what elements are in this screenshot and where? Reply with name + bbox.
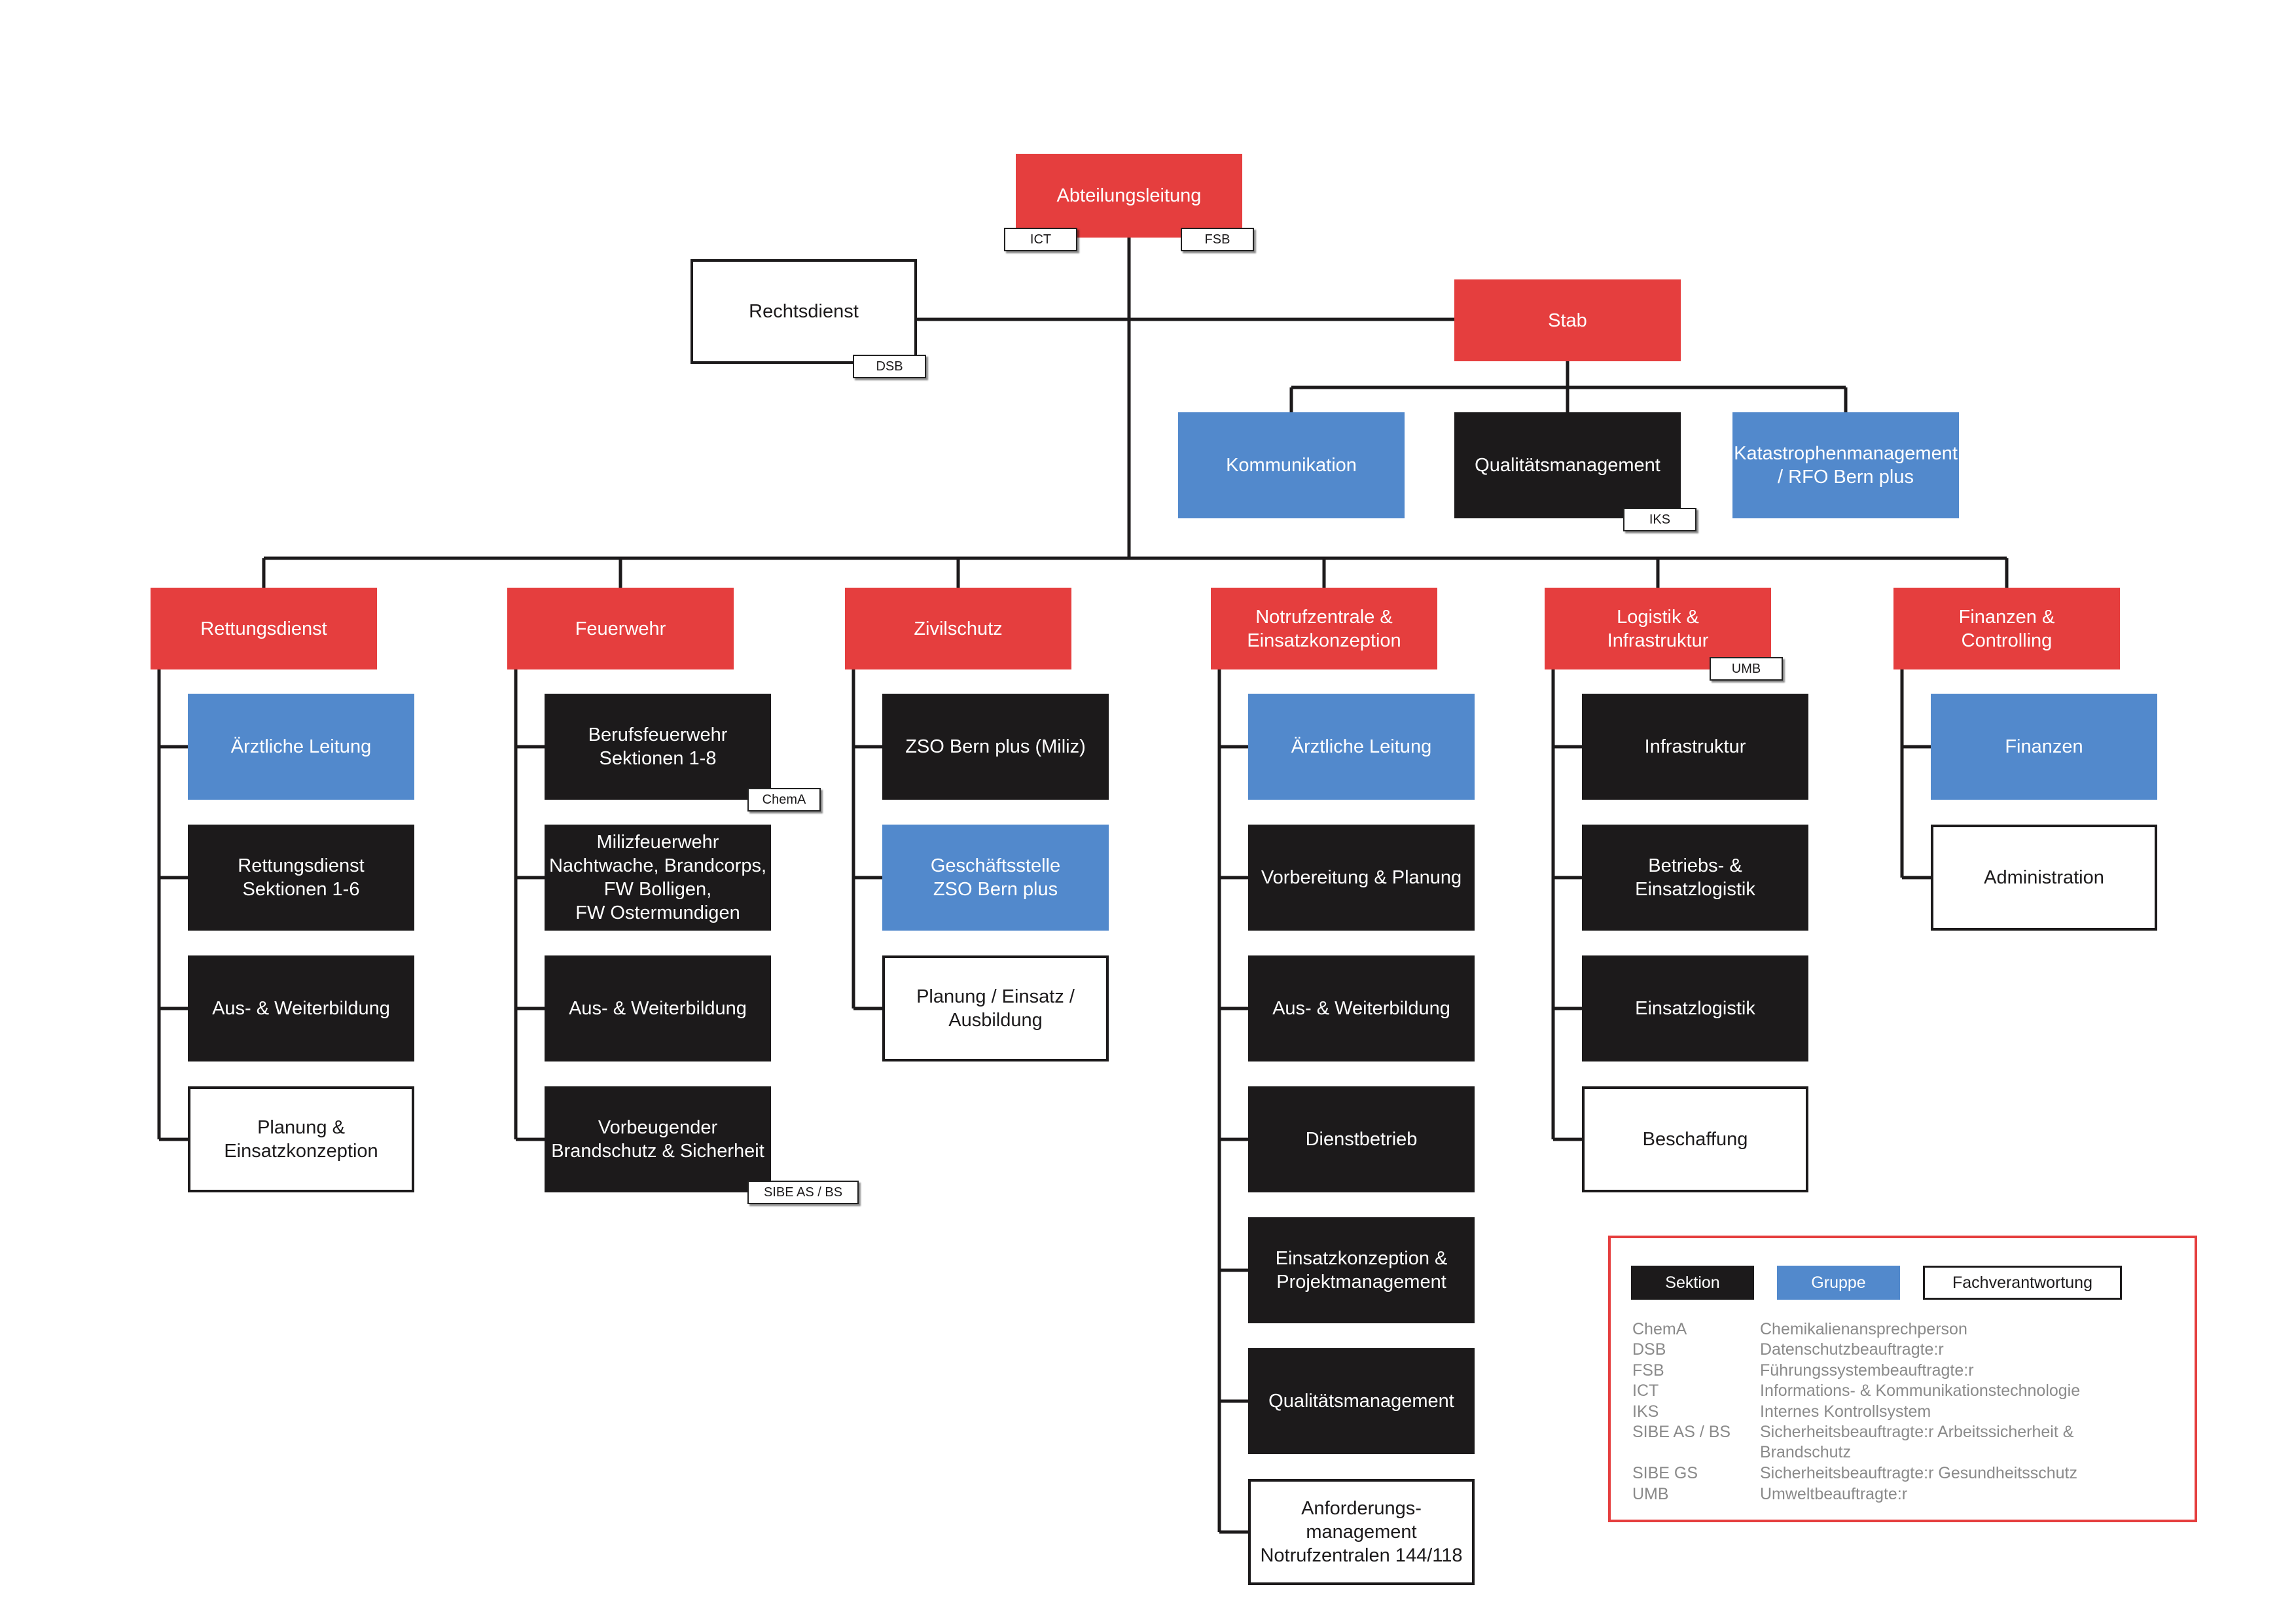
unit-einsatzlogistik: Einsatzlogistik (1582, 955, 1808, 1061)
legend: Sektion Gruppe Fachverantwortung ChemA C… (1608, 1236, 2197, 1522)
legend-expert-swatch: Fachverantwortung (1923, 1266, 2122, 1300)
unit-finanzen: Finanzen (1931, 694, 2157, 800)
legend-desc: Sicherheitsbeauftragte:r Arbeitssicherhe… (1760, 1423, 2074, 1461)
unit-infrastruktur: Infrastruktur (1582, 694, 1808, 800)
legend-group-swatch: Gruppe (1777, 1266, 1900, 1300)
legend-desc: Internes Kontrollsystem (1760, 1402, 1931, 1421)
legend-abbr: IKS (1632, 1402, 1659, 1421)
legend-desc: Führungssystembeauftragte:r (1760, 1361, 1974, 1380)
rechtsdienst-box: Rechtsdienst (691, 259, 917, 364)
unit-vorbeugender: Vorbeugender Brandschutz & Sicherheit (545, 1086, 771, 1192)
stab-unit-katastrophenmanagement: Katastrophenmanagement / RFO Bern plus (1732, 412, 1959, 518)
unit-zso-bern-plus-miliz: ZSO Bern plus (Miliz) (882, 694, 1109, 800)
unit-administration: Administration (1931, 825, 2157, 931)
unit-aus-weiterbildung: Aus- & Weiterbildung (1248, 955, 1475, 1061)
legend-abbr: UMB (1632, 1485, 1669, 1503)
legend-abbr: DSB (1632, 1340, 1666, 1359)
stab-unit-qualit-tsmanagement: Qualitätsmanagement (1454, 412, 1681, 518)
unit-planung: Planung & Einsatzkonzeption (188, 1086, 414, 1192)
unit-betriebs: Betriebs- & Einsatzlogistik (1582, 825, 1808, 931)
unit-berufsfeuerwehr: Berufsfeuerwehr Sektionen 1-8 (545, 694, 771, 800)
division-finanzen: Finanzen & Controlling (1893, 588, 2120, 669)
division-zivilschutz: Zivilschutz (845, 588, 1071, 669)
unit-rztliche-leitung: Ärztliche Leitung (1248, 694, 1475, 800)
unit-einsatzkonzeption: Einsatzkonzeption & Projektmanagement (1248, 1217, 1475, 1323)
umb-tag: UMB (1710, 657, 1783, 681)
division-notrufzentrale: Notrufzentrale & Einsatzkonzeption (1211, 588, 1437, 669)
legend-desc: Datenschutzbeauftragte:r (1760, 1340, 1944, 1359)
sibe-as-bs-tag: SIBE AS / BS (747, 1181, 859, 1204)
unit-vorbereitung-planung: Vorbereitung & Planung (1248, 825, 1475, 931)
unit-anforderungs: Anforderungs- management Notrufzentralen… (1248, 1479, 1475, 1585)
chema-tag: ChemA (747, 788, 821, 812)
unit-rettungsdienst: Rettungsdienst Sektionen 1-6 (188, 825, 414, 931)
division-logistik: Logistik & Infrastruktur (1545, 588, 1771, 669)
iks-tag: IKS (1623, 508, 1696, 531)
unit-beschaffung: Beschaffung (1582, 1086, 1808, 1192)
unit-planung-einsatz: Planung / Einsatz / Ausbildung (882, 955, 1109, 1061)
unit-milizfeuerwehr: Milizfeuerwehr Nachtwache, Brandcorps, F… (545, 825, 771, 931)
unit-rztliche-leitung: Ärztliche Leitung (188, 694, 414, 800)
ict-tag: ICT (1004, 228, 1077, 251)
unit-aus-weiterbildung: Aus- & Weiterbildung (545, 955, 771, 1061)
division-rettungsdienst: Rettungsdienst (151, 588, 377, 669)
unit-qualit-tsmanagement: Qualitätsmanagement (1248, 1348, 1475, 1454)
unit-dienstbetrieb: Dienstbetrieb (1248, 1086, 1475, 1192)
legend-section-swatch: Sektion (1631, 1266, 1754, 1300)
legend-abbr: FSB (1632, 1361, 1664, 1380)
legend-abbr: SIBE GS (1632, 1464, 1698, 1482)
abteilungsleitung-box: Abteilungsleitung (1016, 154, 1242, 238)
unit-aus-weiterbildung: Aus- & Weiterbildung (188, 955, 414, 1061)
legend-desc: Informations- & Kommunikationstechnologi… (1760, 1382, 2081, 1400)
legend-abbr: ChemA (1632, 1320, 1687, 1338)
legend-desc: Chemikalienansprechperson (1760, 1320, 1967, 1338)
stab-unit-kommunikation: Kommunikation (1178, 412, 1405, 518)
legend-abbr: ICT (1632, 1382, 1659, 1400)
legend-abbr: SIBE AS / BS (1632, 1423, 1731, 1441)
unit-gesch-ftsstelle: Geschäftsstelle ZSO Bern plus (882, 825, 1109, 931)
dsb-tag: DSB (853, 355, 926, 378)
division-feuerwehr: Feuerwehr (507, 588, 734, 669)
legend-desc: Umweltbeauftragte:r (1760, 1485, 1908, 1503)
legend-desc: Sicherheitsbeauftragte:r Gesundheitsschu… (1760, 1464, 2077, 1482)
stab-box: Stab (1454, 279, 1681, 361)
fsb-tag: FSB (1181, 228, 1254, 251)
